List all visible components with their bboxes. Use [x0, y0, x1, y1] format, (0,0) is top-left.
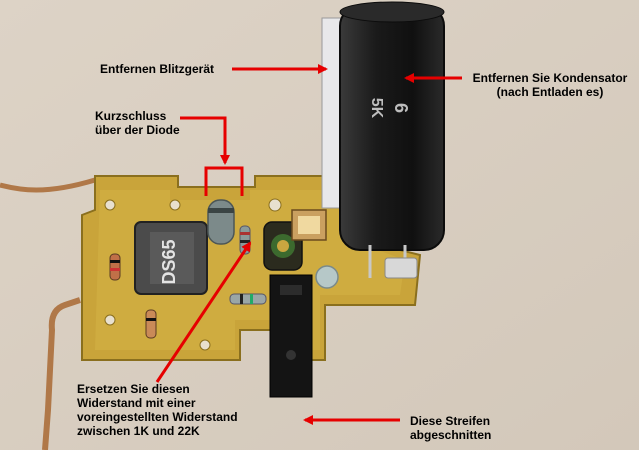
resistor-left: [109, 253, 121, 281]
label-capacitor: Entfernen Sie Kondensator (nach Entladen…: [462, 71, 638, 99]
black-connector: [269, 274, 313, 398]
wire-top-left: [0, 177, 96, 193]
label-strips: Diese Streifen abgeschnitten: [410, 414, 491, 442]
capacitor-marking-b: 5K: [368, 98, 385, 119]
resistor-lower-left: [145, 309, 157, 339]
label-resistor-line4: zwischen 1K und 22K: [77, 424, 200, 438]
arrow-diode: [180, 116, 230, 165]
label-resistor-line1: Ersetzen Sie diesen: [77, 382, 190, 396]
label-diode-line2: über der Diode: [95, 123, 180, 137]
arrow-resistor: [155, 241, 252, 383]
label-resistor: Ersetzen Sie diesen Widerstand mit einer…: [77, 382, 238, 438]
label-strips-line1: Diese Streifen: [410, 414, 491, 428]
diode-bracket: [204, 166, 244, 196]
diode: [207, 199, 235, 245]
label-diode: Kurzschluss über der Diode: [95, 109, 180, 137]
label-capacitor-line2: (nach Entladen es): [496, 85, 604, 99]
capacitor-marking-a: 6: [391, 103, 411, 113]
wire-bottom-left: [42, 297, 81, 450]
resistor-bottom: [229, 293, 267, 305]
transformer: [291, 209, 327, 241]
label-strips-line2: abgeschnitten: [410, 428, 492, 442]
label-capacitor-line1: Entfernen Sie Kondensator: [472, 71, 628, 85]
label-resistor-line3: voreingestellten Widerstand: [77, 410, 238, 424]
inductor: DS65: [134, 221, 208, 295]
capacitor: 6 5K: [321, 1, 445, 278]
label-resistor-line2: Widerstand mit einer: [77, 396, 196, 410]
label-diode-line1: Kurzschluss: [95, 109, 167, 123]
lead-clip: [384, 257, 418, 279]
inductor-marking: DS65: [159, 239, 179, 284]
neon-lamp: [315, 265, 339, 289]
label-flash-unit: Entfernen Blitzgerät: [100, 62, 215, 76]
